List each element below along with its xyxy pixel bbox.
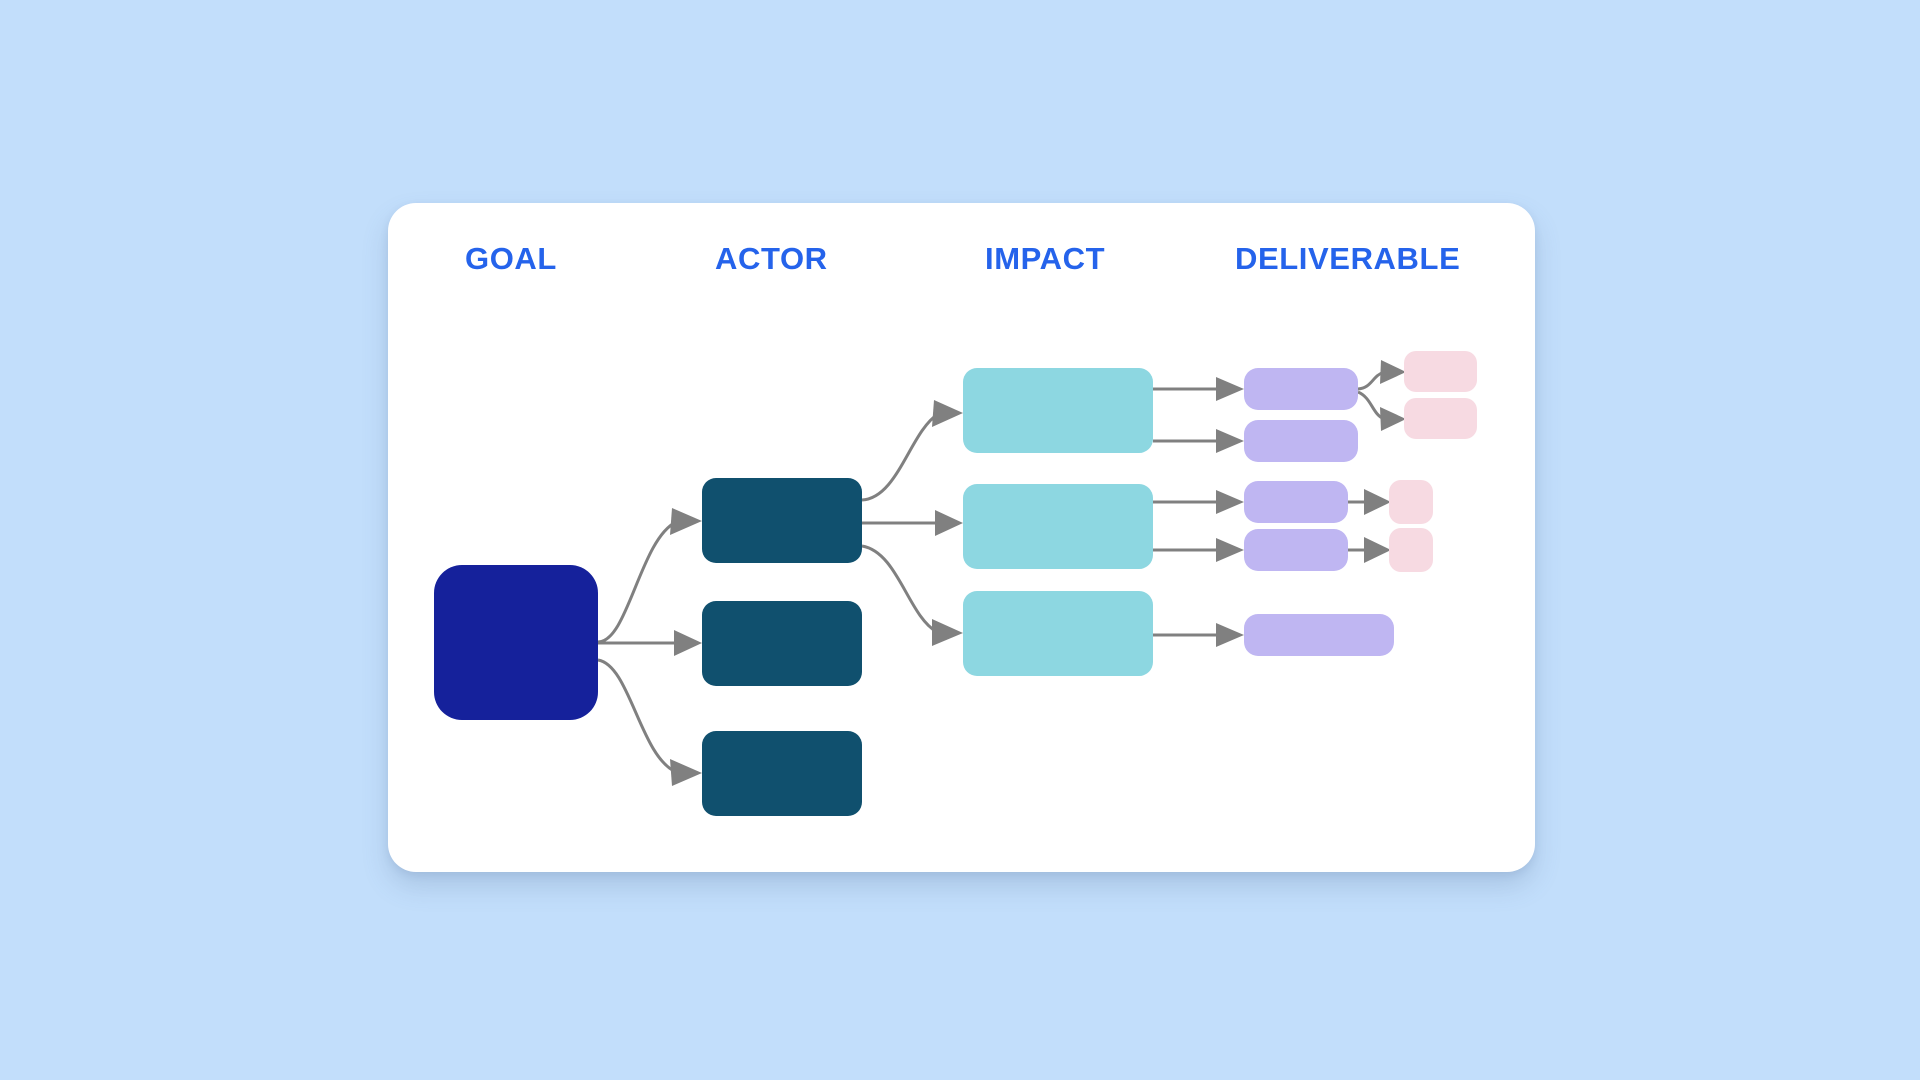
node-deliverable-5[interactable]	[1244, 614, 1394, 656]
node-goal-1[interactable]	[434, 565, 598, 720]
node-actor-3[interactable]	[702, 731, 862, 816]
node-outcome-3[interactable]	[1389, 480, 1433, 524]
column-header-deliverable: DELIVERABLE	[1235, 241, 1461, 276]
column-header-impact: IMPACT	[985, 241, 1106, 276]
node-outcome-2[interactable]	[1404, 398, 1477, 439]
impact-map-card	[388, 203, 1535, 872]
node-impact-1[interactable]	[963, 368, 1153, 453]
column-header-actor: ACTOR	[715, 241, 828, 276]
node-actor-2[interactable]	[702, 601, 862, 686]
node-outcome-1[interactable]	[1404, 351, 1477, 392]
node-actor-1[interactable]	[702, 478, 862, 563]
node-deliverable-3[interactable]	[1244, 481, 1348, 523]
node-deliverable-1[interactable]	[1244, 368, 1358, 410]
node-deliverable-4[interactable]	[1244, 529, 1348, 571]
column-header-goal: GOAL	[465, 241, 557, 276]
node-impact-2[interactable]	[963, 484, 1153, 569]
node-deliverable-2[interactable]	[1244, 420, 1358, 462]
node-outcome-4[interactable]	[1389, 528, 1433, 572]
node-impact-3[interactable]	[963, 591, 1153, 676]
